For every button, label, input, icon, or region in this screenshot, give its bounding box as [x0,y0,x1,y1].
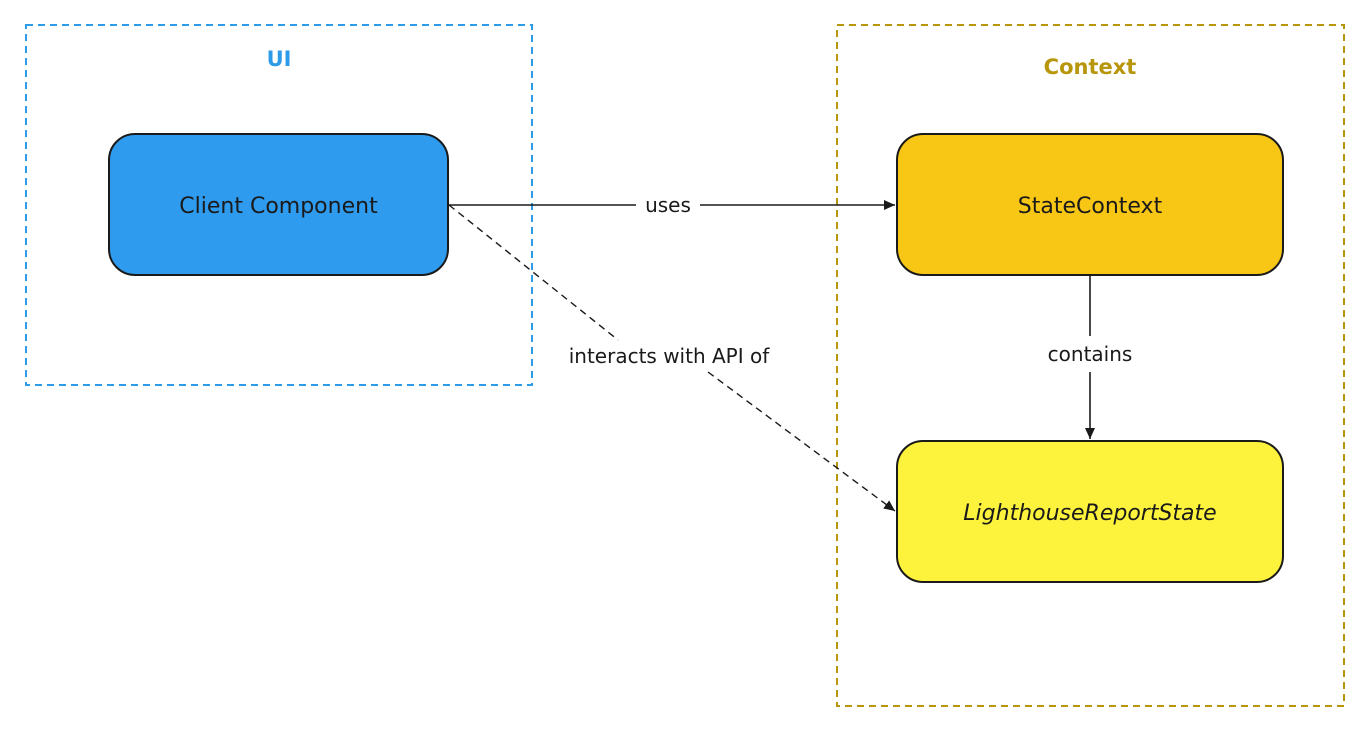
node-client-component[interactable]: Client Component [108,133,449,276]
edge-contains-label: contains [1048,342,1133,366]
context-group: Context [836,24,1345,707]
ui-group-title: UI [267,47,292,71]
context-group-border [836,24,1345,707]
node-client-component-label: Client Component [179,194,378,219]
node-lighthouse-report-state-box [896,440,1284,583]
edge-uses-label: uses [645,193,691,217]
edge-interacts-line-bottom [707,371,896,512]
context-group-title: Context [1044,55,1137,79]
node-client-component-box [108,133,449,276]
node-state-context[interactable]: StateContext [896,133,1284,276]
node-lighthouse-report-state[interactable]: LighthouseReportState [896,440,1284,583]
node-state-context-box [896,133,1284,276]
edge-interacts-label: interacts with API of [569,344,770,368]
edge-interacts: interacts with API of [448,204,896,512]
edge-uses: uses [449,193,895,217]
edge-contains: contains [1048,276,1133,439]
node-lighthouse-report-state-label: LighthouseReportState [963,501,1216,526]
edge-interacts-line-top [448,204,619,341]
node-state-context-label: StateContext [1018,194,1163,219]
